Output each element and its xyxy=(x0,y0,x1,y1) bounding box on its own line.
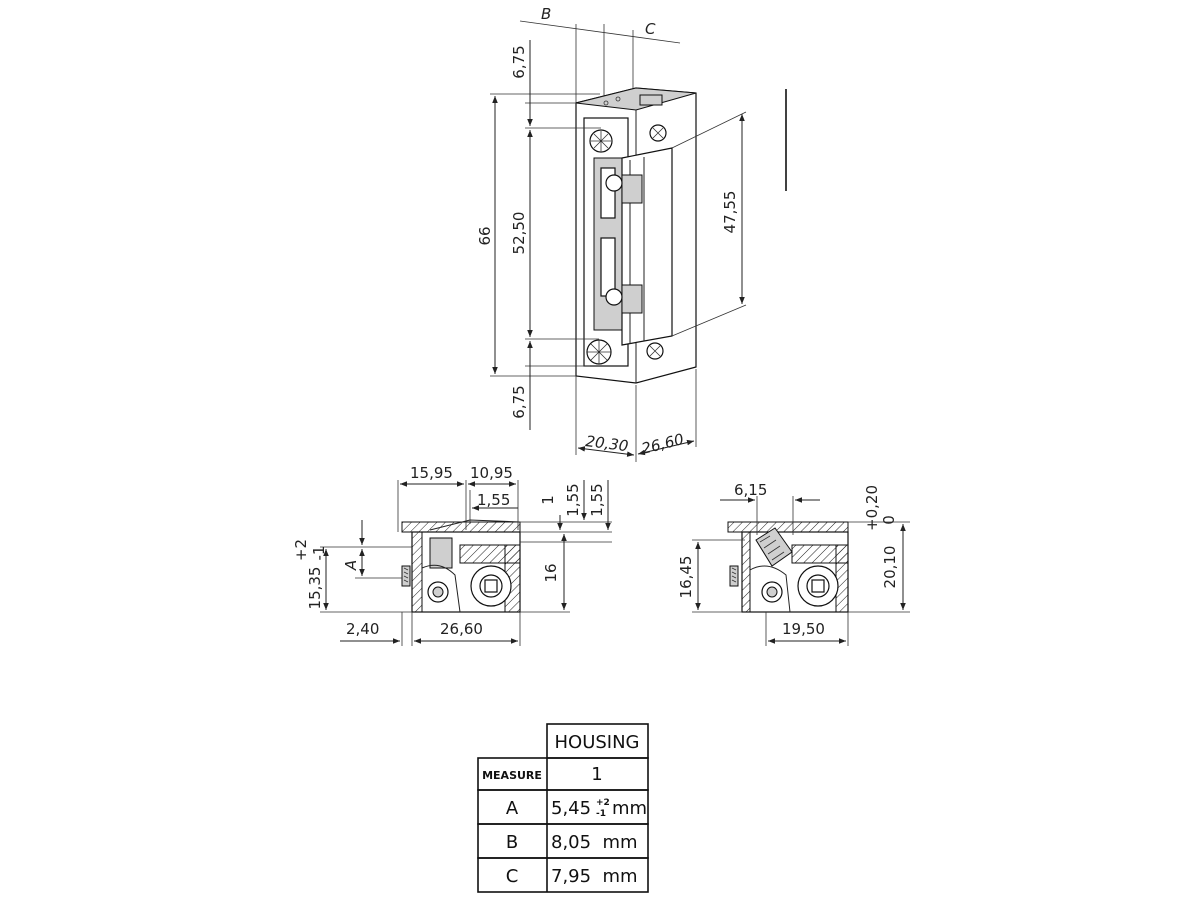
dim-top: 6,15 xyxy=(734,481,767,499)
row-a-key: A xyxy=(506,798,519,819)
section-right: 6,15 16,45 20,10 +0,20 0 19,50 xyxy=(677,481,910,646)
measure-table: HOUSING MEASURE 1 A 5,45 +2 -1 mm B 8,05… xyxy=(477,723,649,893)
dim-right-height: 20,10 xyxy=(881,546,899,589)
dim-c: 1,55 xyxy=(477,491,510,509)
row-a-tol-plus: +2 xyxy=(596,798,610,808)
dim-tol-plus: +0,20 xyxy=(863,485,881,531)
measure-value: 1 xyxy=(591,764,602,785)
dim-top: 6,75 xyxy=(510,45,528,78)
row-a-value: 5,45 xyxy=(551,798,591,819)
dim-b: 10,95 xyxy=(470,464,513,482)
dim-e: 1,55 xyxy=(564,483,582,516)
label-c: C xyxy=(645,20,656,38)
label-b: B xyxy=(541,5,551,23)
dim-width: 26,60 xyxy=(440,620,483,638)
dim-minus1: -1 xyxy=(310,546,328,561)
dim-latch-length: 47,55 xyxy=(721,191,739,234)
dim-f: 1,55 xyxy=(588,483,606,516)
row-c-key: C xyxy=(506,866,519,887)
dim-a: 15,95 xyxy=(410,464,453,482)
dim-plus2: +2 xyxy=(292,539,310,561)
label-a: A xyxy=(342,560,360,571)
row-a-unit: mm xyxy=(612,798,647,819)
dim-overall-height: 66 xyxy=(476,226,494,245)
row-c-value: 7,95 mm xyxy=(551,866,638,887)
dim-base: 15,35 xyxy=(306,567,324,610)
dim-height: 16 xyxy=(542,563,560,582)
dim-width-side: 26,60 xyxy=(640,430,686,458)
dim-bottom: 6,75 xyxy=(510,385,528,418)
dim-offset: 2,40 xyxy=(346,620,379,638)
row-b-key: B xyxy=(506,832,518,853)
dim-d: 1 xyxy=(539,495,557,505)
dim-width: 19,50 xyxy=(782,620,825,638)
dim-tol-zero: 0 xyxy=(880,515,898,525)
dim-width-front: 20,30 xyxy=(585,432,630,455)
dim-screw-pitch: 52,50 xyxy=(510,212,528,255)
row-b-value: 8,05 mm xyxy=(551,832,638,853)
measure-label: MEASURE xyxy=(482,769,542,782)
row-a-tol-minus: -1 xyxy=(596,809,606,819)
dim-left-height: 16,45 xyxy=(677,556,695,599)
table-header: HOUSING xyxy=(554,732,639,753)
section-left: 15,95 10,95 1,55 1 1,55 1,55 16 A 15,35 … xyxy=(292,464,612,646)
front-view: B C xyxy=(476,5,787,462)
